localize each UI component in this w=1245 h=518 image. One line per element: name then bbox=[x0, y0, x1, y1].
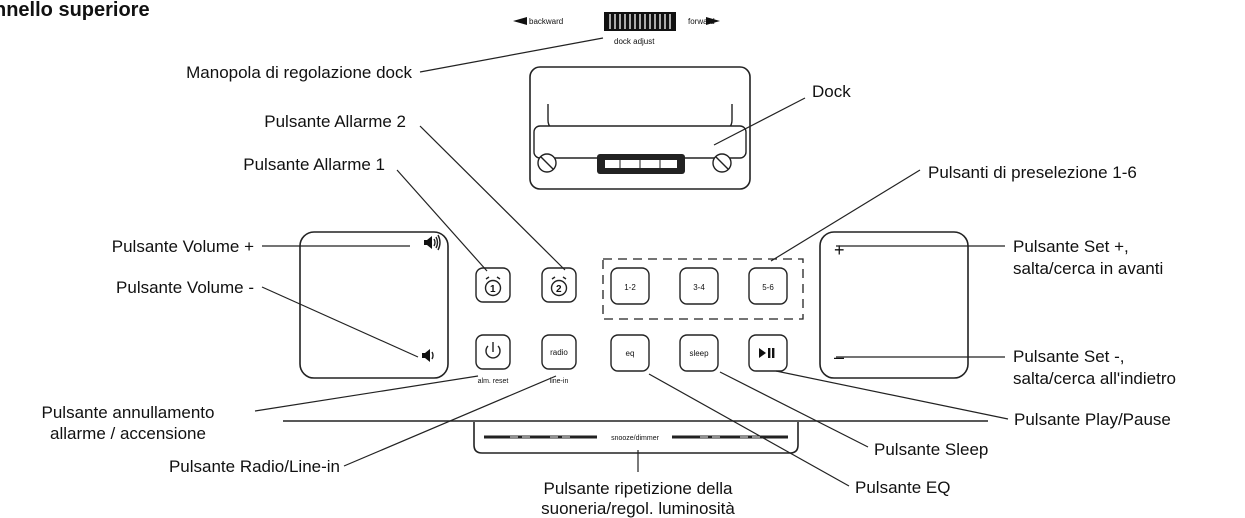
play-pause-button[interactable] bbox=[748, 334, 788, 372]
callout-volume-minus: Pulsante Volume - bbox=[116, 278, 254, 297]
leader-lines bbox=[254, 37, 1009, 487]
power-icon bbox=[485, 342, 501, 359]
volume-up-icon bbox=[424, 234, 441, 251]
callout-presets: Pulsanti di preselezione 1-6 bbox=[928, 163, 1137, 182]
preset-5-6-label: 5-6 bbox=[762, 283, 774, 292]
alarm-1-icon: 1 bbox=[484, 276, 502, 297]
callout-alarm-1: Pulsante Allarme 1 bbox=[243, 155, 385, 174]
callout-sleep: Pulsante Sleep bbox=[874, 440, 988, 459]
sleep-label: sleep bbox=[689, 349, 709, 358]
callout-play-pause: Pulsante Play/Pause bbox=[1014, 410, 1171, 429]
backward-label: backward bbox=[529, 17, 563, 26]
callout-set-plus-line2: salta/cerca in avanti bbox=[1013, 259, 1163, 278]
preset-3-4-label: 3-4 bbox=[693, 283, 705, 292]
alm-reset-label: alm. reset bbox=[478, 378, 509, 385]
section-heading: nnello superiore bbox=[0, 0, 150, 21]
radio-button[interactable]: radio line-in bbox=[541, 334, 577, 385]
arrow-right-icon bbox=[706, 17, 720, 25]
alarm-2-icon: 2 bbox=[550, 276, 568, 297]
dock-adjust-caption: dock adjust bbox=[614, 37, 655, 46]
callout-radio-linein: Pulsante Radio/Line-in bbox=[169, 457, 340, 476]
callout-snooze-line2: suoneria/regol. luminosità bbox=[541, 499, 735, 518]
callout-set-minus-line2: salta/cerca all'indietro bbox=[1013, 369, 1176, 388]
forward-label: forward bbox=[688, 17, 715, 26]
sleep-button[interactable]: sleep bbox=[679, 334, 719, 372]
callouts: Manopola di regolazione dock Dock Pulsan… bbox=[42, 63, 1176, 518]
preset-1-2-button[interactable]: 1-2 bbox=[610, 267, 650, 305]
callout-alarm-2: Pulsante Allarme 2 bbox=[264, 112, 406, 131]
callout-volume-plus: Pulsante Volume + bbox=[112, 237, 254, 256]
callout-snooze-line1: Pulsante ripetizione della bbox=[543, 479, 733, 498]
volume-down-icon bbox=[422, 349, 434, 362]
callout-alarm-reset-line1: Pulsante annullamento bbox=[42, 403, 215, 422]
snooze-dimmer-label: snooze/dimmer bbox=[611, 435, 660, 442]
play-pause-icon bbox=[759, 348, 775, 358]
set-plus-symbol: + bbox=[834, 240, 845, 260]
callout-eq: Pulsante EQ bbox=[855, 478, 950, 497]
callout-alarm-reset-line2: allarme / accensione bbox=[50, 424, 206, 443]
set-panel[interactable]: + – bbox=[819, 231, 969, 379]
snooze-dimmer-bar[interactable]: snooze/dimmer bbox=[473, 422, 799, 454]
callout-dock: Dock bbox=[812, 82, 851, 101]
arrow-left-icon bbox=[513, 17, 527, 25]
callout-set-minus-line1: Pulsante Set -, bbox=[1013, 347, 1125, 366]
eq-label: eq bbox=[626, 349, 635, 358]
line-in-label: line-in bbox=[550, 378, 569, 385]
eq-button[interactable]: eq bbox=[610, 334, 650, 372]
dock bbox=[529, 66, 751, 190]
presets-group bbox=[602, 258, 804, 320]
preset-1-2-label: 1-2 bbox=[624, 283, 636, 292]
callout-dock-knob: Manopola di regolazione dock bbox=[186, 63, 412, 82]
svg-text:2: 2 bbox=[556, 284, 562, 295]
volume-panel[interactable] bbox=[299, 231, 449, 379]
preset-5-6-button[interactable]: 5-6 bbox=[748, 267, 788, 305]
svg-text:1: 1 bbox=[490, 284, 496, 295]
callout-set-plus-line1: Pulsante Set +, bbox=[1013, 237, 1129, 256]
alarm-2-button[interactable]: 2 bbox=[541, 267, 577, 303]
power-button[interactable]: alm. reset bbox=[475, 334, 511, 385]
preset-3-4-button[interactable]: 3-4 bbox=[679, 267, 719, 305]
alarm-1-button[interactable]: 1 bbox=[475, 267, 511, 303]
radio-label: radio bbox=[550, 348, 568, 357]
dock-adjust-wheel: backward forward dock adjust bbox=[513, 12, 720, 46]
